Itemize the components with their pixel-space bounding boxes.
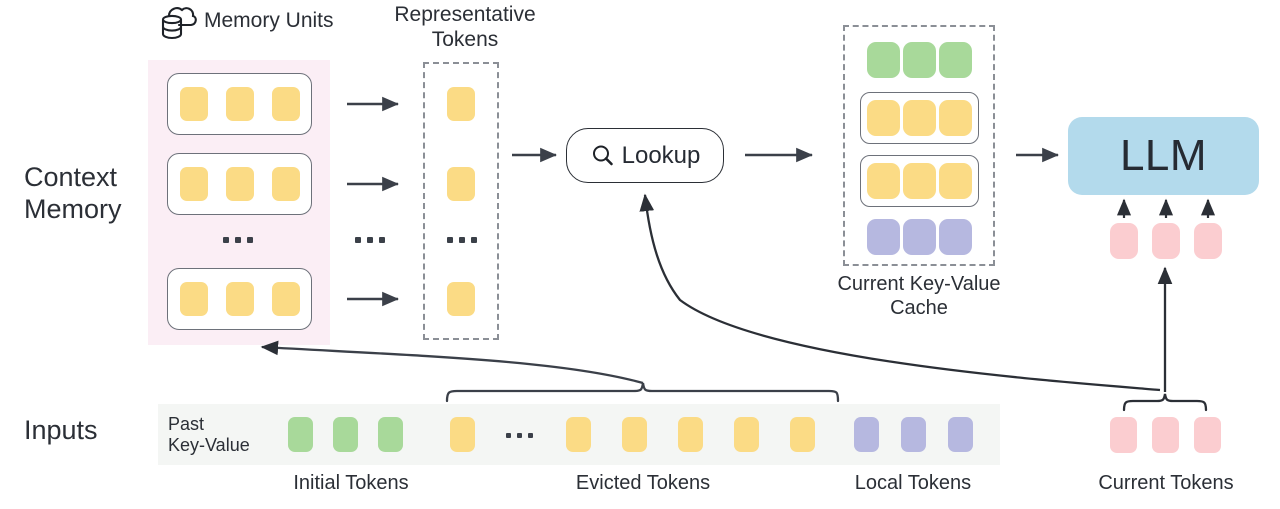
memory-unit-n-token-3 [272, 282, 300, 316]
input-local-token-2 [901, 417, 926, 452]
input-evicted-ellipsis [506, 433, 533, 438]
representative-token-1 [447, 87, 475, 121]
input-initial-token-3 [378, 417, 403, 452]
memory-unit-n-token-2 [226, 282, 254, 316]
representative-tokens-box [423, 62, 499, 340]
kv-row-initial-token-1 [867, 42, 900, 78]
input-evicted-token-2 [566, 417, 591, 452]
memory-unit-n-token-1 [180, 282, 208, 316]
representative-tokens-ellipsis [447, 237, 477, 243]
kv-row-retrieved-2-token-2 [903, 163, 936, 199]
lookup-button[interactable]: Lookup [566, 128, 724, 183]
input-evicted-token-3 [622, 417, 647, 452]
row-label-inputs: Inputs [24, 415, 98, 445]
caption-current-tokens: Current Tokens [1098, 472, 1234, 494]
representative-token-2 [447, 167, 475, 201]
lookup-label: Lookup [621, 141, 701, 169]
brace-evicted-tokens [445, 382, 840, 403]
llm-label: LLM [1119, 131, 1208, 180]
kv-row-local-token-1 [867, 219, 900, 255]
llm-input-token-2 [1152, 223, 1180, 259]
kv-row-retrieved-1-token-2 [903, 100, 936, 136]
representative-token-n [447, 282, 475, 316]
input-evicted-token-6 [790, 417, 815, 452]
llm-box[interactable]: LLM [1068, 117, 1259, 195]
input-initial-token-1 [288, 417, 313, 452]
arrow-evicted-to-context-memory [260, 340, 644, 385]
kv-row-initial-token-2 [903, 42, 936, 78]
memory-unit-1-token-3 [272, 87, 300, 121]
memory-unit-2-token-2 [226, 167, 254, 201]
kv-row-retrieved-2-token-1 [867, 163, 900, 199]
caption-local-tokens: Local Tokens [854, 472, 972, 494]
input-evicted-token-5 [734, 417, 759, 452]
kv-row-retrieved-1-token-3 [939, 100, 972, 136]
brace-current-tokens [1122, 393, 1208, 412]
input-local-token-1 [854, 417, 879, 452]
memory-unit-2-token-3 [272, 167, 300, 201]
llm-input-token-3 [1194, 223, 1222, 259]
kv-row-local-token-3 [939, 219, 972, 255]
mapping-arrows-ellipsis [355, 237, 385, 243]
memory-unit-1-token-1 [180, 87, 208, 121]
input-current-token-1 [1110, 417, 1137, 453]
kv-row-retrieved-2-token-3 [939, 163, 972, 199]
input-current-token-3 [1194, 417, 1221, 453]
input-evicted-token-4 [678, 417, 703, 452]
kv-row-retrieved-1-token-1 [867, 100, 900, 136]
memory-units-ellipsis [223, 237, 253, 243]
memory-unit-2-token-1 [180, 167, 208, 201]
input-current-token-2 [1152, 417, 1179, 453]
input-evicted-token-1 [450, 417, 475, 452]
input-local-token-3 [948, 417, 973, 452]
input-initial-token-2 [333, 417, 358, 452]
memory-unit-1-token-2 [226, 87, 254, 121]
search-icon [590, 143, 615, 168]
llm-input-token-1 [1110, 223, 1138, 259]
memory-units-title: Memory Units [204, 9, 334, 32]
kv-row-initial-token-3 [939, 42, 972, 78]
kv-row-local-token-2 [903, 219, 936, 255]
caption-initial-tokens: Initial Tokens [293, 472, 409, 494]
caption-evicted-tokens: Evicted Tokens [575, 472, 711, 494]
cloud-database-icon [157, 3, 199, 43]
